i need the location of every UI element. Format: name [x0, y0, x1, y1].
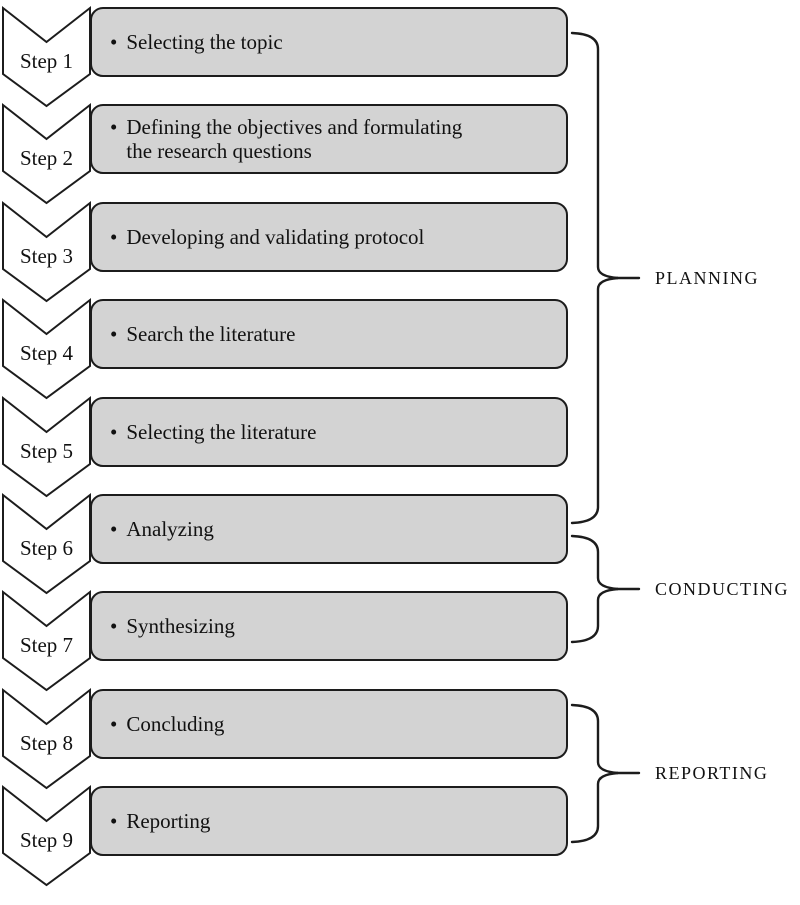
bullet-icon: •: [110, 420, 118, 444]
bullet-icon: •: [110, 614, 118, 638]
process-step-row: Step 8 • Concluding: [0, 687, 600, 790]
process-step-row: Step 2 • Defining the objectives and for…: [0, 102, 600, 205]
step-description: Analyzing: [126, 517, 214, 541]
step-box-content: • Search the literature: [110, 322, 295, 346]
step-box-content: • Concluding: [110, 712, 224, 736]
process-step-row: Step 9 • Reporting: [0, 784, 600, 887]
step-box: • Developing and validating protocol: [90, 202, 568, 272]
step-number-label: Step 1: [20, 49, 73, 73]
process-step-row: Step 4 • Search the literature: [0, 297, 600, 400]
chevron-arrow-icon: [1, 102, 91, 205]
chevron-arrow-icon: [1, 492, 91, 595]
step-description: Defining the objectives and formulating …: [126, 115, 463, 163]
process-step-row: Step 7 • Synthesizing: [0, 589, 600, 692]
step-number-label: Step 5: [20, 439, 73, 463]
bullet-icon: •: [110, 322, 118, 346]
step-description: Reporting: [126, 809, 211, 833]
step-chevron-shape: Step 8: [1, 687, 91, 790]
group-label-planning: PLANNING: [655, 268, 759, 288]
step-chevron-shape: Step 3: [1, 200, 91, 303]
step-number-label: Step 3: [20, 244, 73, 268]
bullet-icon: •: [110, 712, 118, 736]
step-number-label: Step 2: [20, 146, 73, 170]
step-box-content: • Analyzing: [110, 517, 214, 541]
chevron-arrow-icon: [1, 589, 91, 692]
step-box-content: • Selecting the literature: [110, 420, 316, 444]
bullet-icon: •: [110, 809, 118, 833]
process-step-row: Step 3 • Developing and validating proto…: [0, 200, 600, 303]
step-chevron-shape: Step 2: [1, 102, 91, 205]
step-box: • Search the literature: [90, 299, 568, 369]
step-box: • Selecting the literature: [90, 397, 568, 467]
step-number-label: Step 6: [20, 536, 73, 560]
chevron-arrow-icon: [1, 784, 91, 887]
step-chevron-shape: Step 7: [1, 589, 91, 692]
step-box-content: • Defining the objectives and formulatin…: [110, 115, 462, 163]
chevron-arrow-icon: [1, 395, 91, 498]
step-number-label: Step 8: [20, 731, 73, 755]
step-box: • Selecting the topic: [90, 7, 568, 77]
step-box: • Reporting: [90, 786, 568, 856]
process-step-row: Step 6 • Analyzing: [0, 492, 600, 595]
chevron-arrow-icon: [1, 687, 91, 790]
step-description: Search the literature: [126, 322, 296, 346]
step-box: • Analyzing: [90, 494, 568, 564]
step-chevron-shape: Step 6: [1, 492, 91, 595]
step-number-label: Step 9: [20, 828, 73, 852]
step-description: Concluding: [126, 712, 225, 736]
group-label-reporting: REPORTING: [655, 763, 769, 783]
chevron-arrow-icon: [1, 200, 91, 303]
step-chevron-shape: Step 5: [1, 395, 91, 498]
process-step-row: Step 5 • Selecting the literature: [0, 395, 600, 498]
step-box: • Defining the objectives and formulatin…: [90, 104, 568, 174]
step-chevron-shape: Step 4: [1, 297, 91, 400]
bullet-icon: •: [110, 517, 118, 541]
step-number-label: Step 7: [20, 633, 73, 657]
step-box: • Concluding: [90, 689, 568, 759]
step-box-content: • Synthesizing: [110, 614, 235, 638]
step-chevron-shape: Step 9: [1, 784, 91, 887]
bullet-icon: •: [110, 30, 118, 54]
group-label-conducting: CONDUCTING: [655, 579, 789, 599]
step-description: Selecting the literature: [126, 420, 317, 444]
step-number-label: Step 4: [20, 341, 74, 365]
step-description: Synthesizing: [126, 614, 235, 638]
chevron-arrow-icon: [1, 297, 91, 400]
step-box-content: • Developing and validating protocol: [110, 225, 424, 249]
step-chevron-shape: Step 1: [1, 5, 91, 108]
chevron-arrow-icon: [1, 5, 91, 108]
step-description: Selecting the topic: [126, 30, 283, 54]
step-box-content: • Reporting: [110, 809, 210, 833]
step-box-content: • Selecting the topic: [110, 30, 283, 54]
step-box: • Synthesizing: [90, 591, 568, 661]
process-step-row: Step 1 • Selecting the topic: [0, 5, 600, 108]
step-description: Developing and validating protocol: [126, 225, 425, 249]
bullet-icon: •: [110, 225, 118, 249]
bullet-icon: •: [110, 115, 118, 139]
